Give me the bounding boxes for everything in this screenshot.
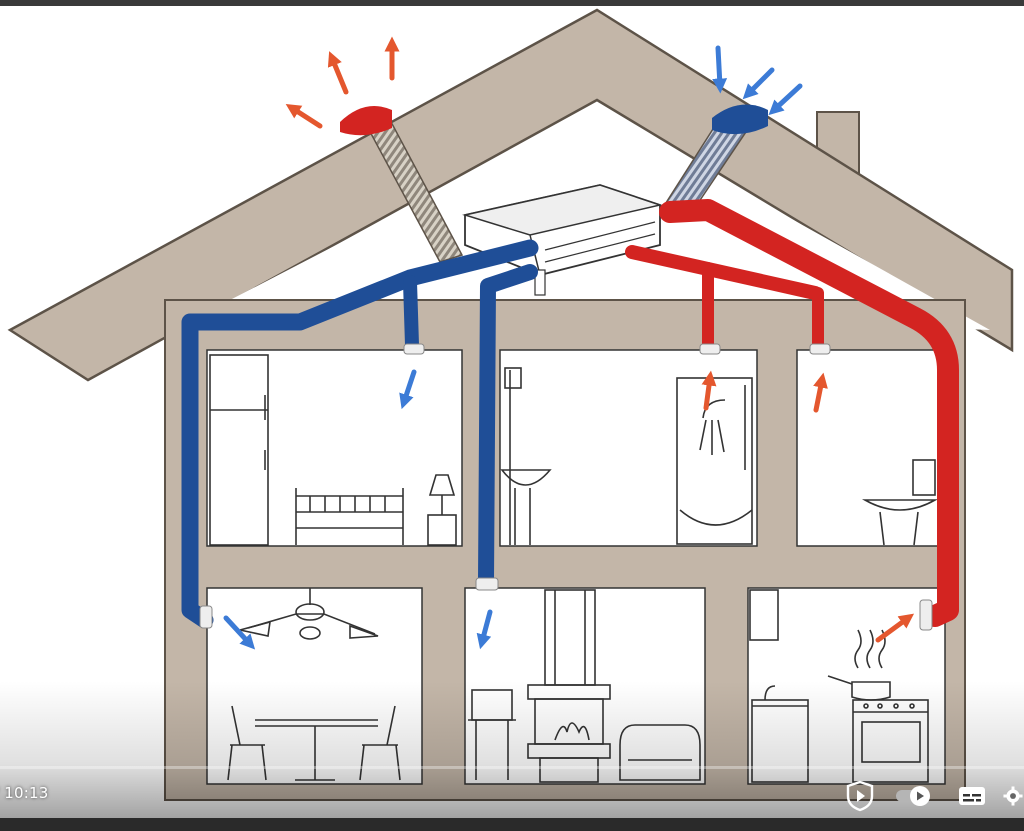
dining-room (227, 588, 401, 781)
bathroom (500, 367, 753, 545)
autoplay-toggle[interactable] (892, 776, 936, 816)
autoplay-toggle-icon (896, 786, 930, 806)
progress-bar[interactable] (0, 766, 1024, 769)
subtitles-icon (959, 787, 985, 805)
kitchen (749, 589, 929, 783)
intake-cap (712, 104, 768, 135)
shield-play-icon (846, 780, 874, 812)
heat-recovery-unit (462, 184, 663, 296)
exhaust-cap (340, 106, 392, 136)
supply-ducts (181, 239, 539, 629)
living-room (468, 589, 701, 783)
intake-arrows (712, 45, 803, 116)
shield-play-button[interactable] (840, 776, 880, 816)
player-controls: / 10:13 (0, 772, 1024, 818)
bedroom (209, 354, 457, 546)
house-walls (164, 299, 966, 801)
extract-arrows (701, 370, 915, 643)
wc (861, 459, 939, 546)
settings-gear-icon (1003, 786, 1023, 806)
settings-button[interactable] (1002, 776, 1024, 816)
supply-arrows (223, 369, 493, 650)
subtitles-button[interactable] (952, 776, 992, 816)
time-display: / 10:13 (0, 784, 49, 802)
extract-ducts (625, 199, 959, 627)
exhaust-arrows (285, 36, 400, 129)
vents (199, 343, 933, 631)
window-bottom-edge (0, 818, 1024, 831)
window-top-edge (0, 0, 1024, 6)
